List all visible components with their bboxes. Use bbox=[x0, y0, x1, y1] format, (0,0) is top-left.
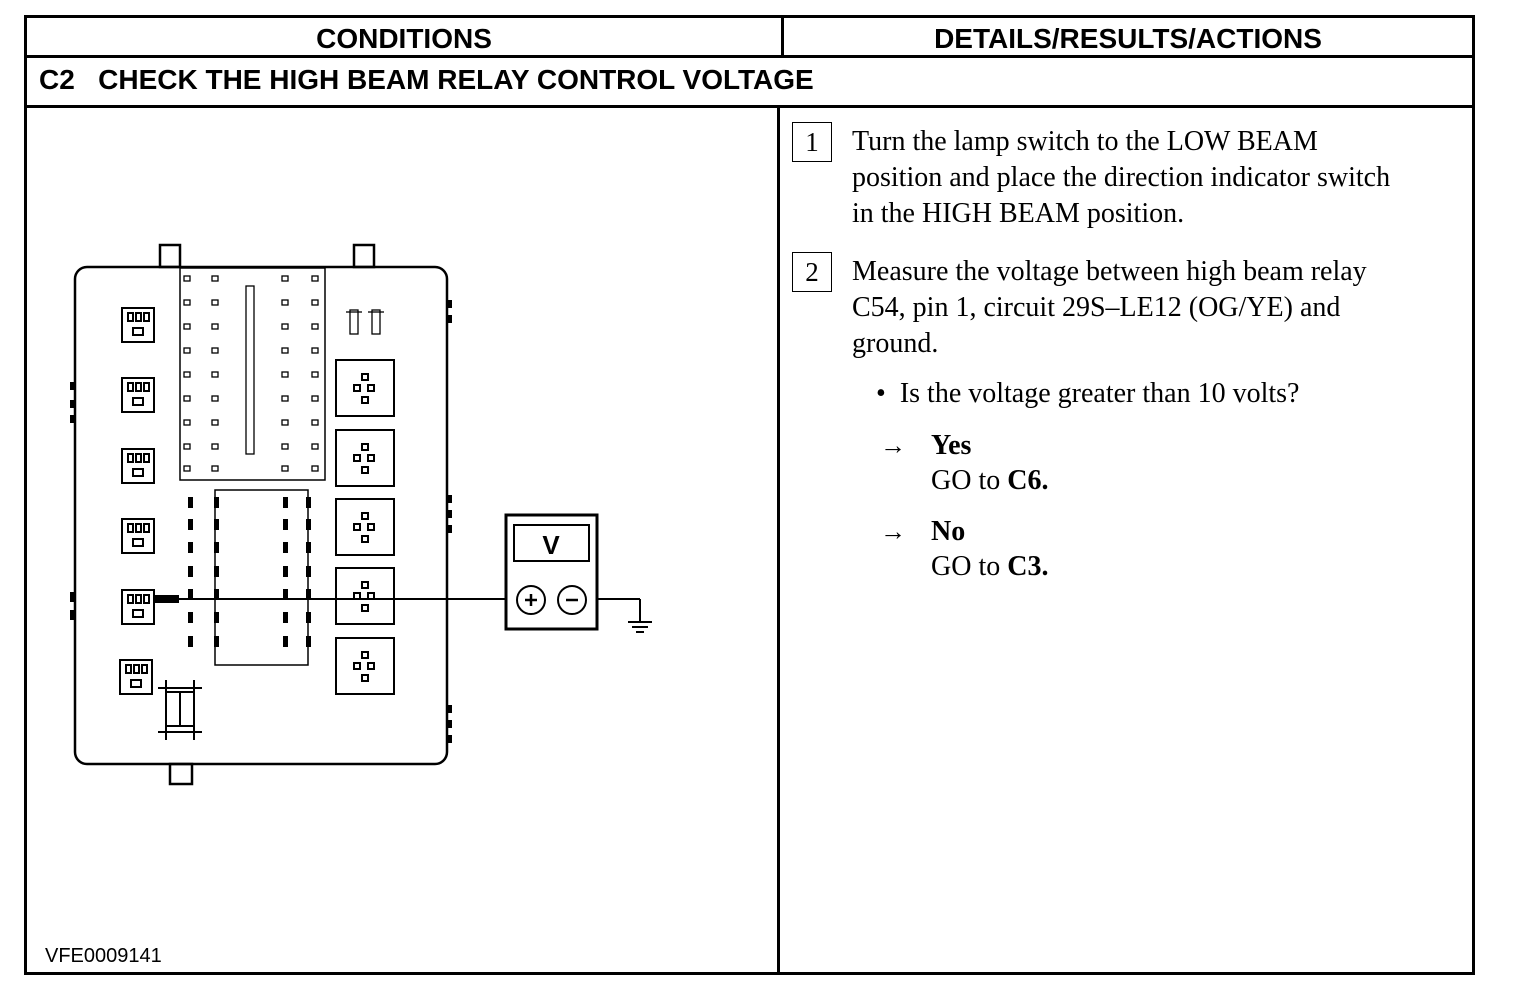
answer-yes: → bbox=[880, 428, 906, 464]
fuse-clip-icon bbox=[371, 309, 381, 335]
bullet-icon: • bbox=[876, 378, 886, 409]
step-2-line: ground. bbox=[852, 328, 939, 359]
arrow-right-icon: → bbox=[880, 517, 906, 546]
meter-display bbox=[513, 524, 590, 562]
voltmeter: V bbox=[504, 513, 599, 631]
maxi-fuse bbox=[245, 285, 255, 455]
answer-no-action: GO to C3. bbox=[931, 549, 1048, 585]
conditions-header: CONDITIONS bbox=[27, 18, 784, 55]
details-header: DETAILS/RESULTS/ACTIONS bbox=[934, 23, 1322, 54]
step-2-line: C54, pin 1, circuit 29S–LE12 (OG/YE) and bbox=[852, 292, 1341, 323]
step-1-text: Turn the lamp switch to the LOW BEAM pos… bbox=[852, 124, 1390, 232]
step-title: C2 CHECK THE HIGH BEAM RELAY CONTROL VOL… bbox=[27, 58, 1472, 108]
fuse-box-diagram: V bbox=[70, 243, 652, 786]
figure-id: VFE0009141 bbox=[45, 945, 162, 967]
question-text: Is the voltage greater than 10 volts? bbox=[899, 378, 1300, 409]
meter-label: V bbox=[542, 530, 560, 560]
question: • Is the voltage greater than 10 volts? bbox=[876, 376, 1299, 412]
high-beam-relay-c54 bbox=[121, 589, 155, 625]
answer-yes-action: GO to C6. bbox=[931, 463, 1048, 499]
left-relay-column bbox=[119, 307, 155, 695]
mini-fuse-block bbox=[179, 267, 326, 481]
procedure-table: CONDITIONS DETAILS/RESULTS/ACTIONS C2 CH… bbox=[24, 15, 1475, 975]
go-target: C3. bbox=[1007, 551, 1049, 582]
column-divider bbox=[777, 108, 780, 975]
step-2-text: Measure the voltage between high beam re… bbox=[852, 254, 1367, 362]
answer-no: → bbox=[880, 514, 906, 550]
step-1-number: 1 bbox=[792, 122, 832, 162]
diode-component bbox=[158, 680, 202, 740]
step-1-line: position and place the direction indicat… bbox=[852, 162, 1391, 193]
answer-yes-label: Yes bbox=[931, 430, 972, 461]
step-1-line: in the HIGH BEAM position. bbox=[852, 198, 1185, 229]
answer-no-label: No bbox=[931, 516, 966, 547]
go-prefix: GO to bbox=[931, 551, 1001, 582]
fuse-clip-icon bbox=[349, 309, 359, 335]
step-2-line: Measure the voltage between high beam re… bbox=[852, 256, 1367, 287]
arrow-right-icon: → bbox=[880, 431, 906, 460]
step-2-number: 2 bbox=[792, 252, 832, 292]
go-prefix: GO to bbox=[931, 465, 1001, 496]
right-relay-column bbox=[335, 359, 395, 695]
step-1-line: Turn the lamp switch to the LOW BEAM bbox=[852, 126, 1318, 157]
go-target: C6. bbox=[1007, 465, 1049, 496]
table-header: CONDITIONS DETAILS/RESULTS/ACTIONS bbox=[27, 18, 1472, 58]
